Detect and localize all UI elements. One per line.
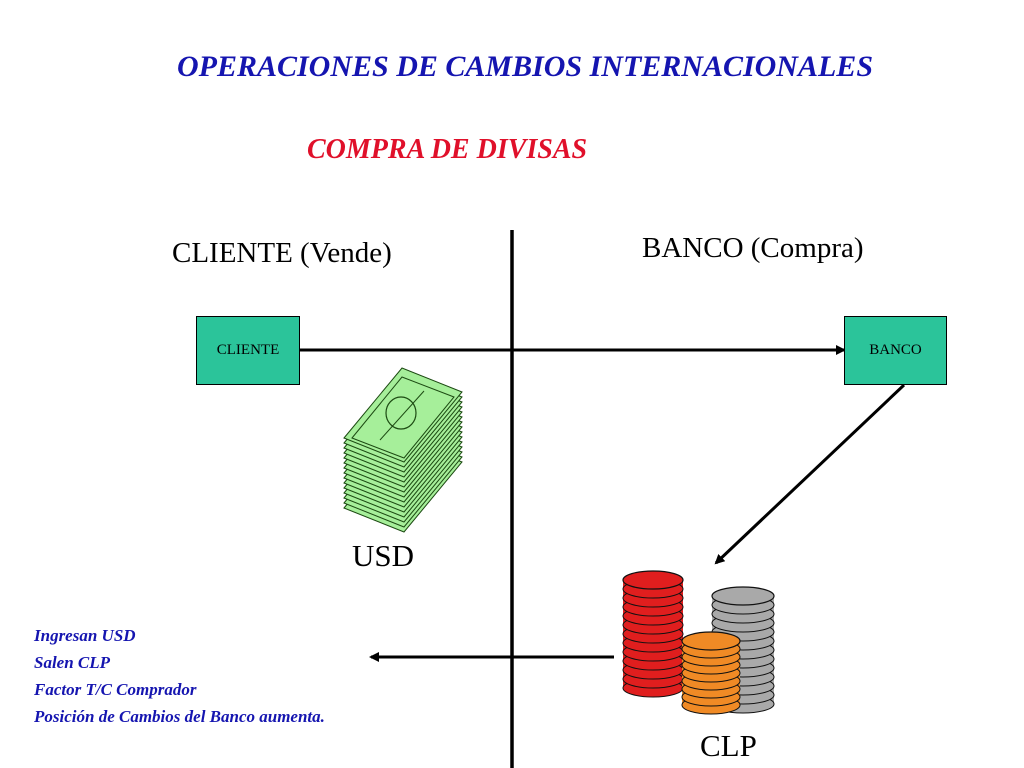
client-box: CLIENTE [196, 316, 300, 385]
usd-label: USD [352, 538, 415, 573]
clp-label: CLP [700, 728, 757, 763]
note-item: Factor T/C Comprador [34, 680, 197, 699]
bank-box: BANCO [844, 316, 947, 385]
clp-coins-icon [622, 570, 775, 715]
note-item: Posición de Cambios del Banco aumenta. [34, 707, 325, 726]
bank-side-label: BANCO (Compra) [642, 232, 864, 264]
client-side-label: CLIENTE (Vende) [172, 237, 392, 269]
notes-list: Ingresan USD Salen CLP Factor T/C Compra… [34, 622, 325, 730]
note-item: Ingresan USD [34, 626, 136, 645]
page-subtitle: COMPRA DE DIVISAS [307, 134, 588, 165]
note-item: Salen CLP [34, 653, 111, 672]
usd-banknotes-icon [343, 367, 463, 533]
page-title: OPERACIONES DE CAMBIOS INTERNACIONALES [176, 50, 874, 83]
clp-flow-arrow [714, 383, 906, 565]
